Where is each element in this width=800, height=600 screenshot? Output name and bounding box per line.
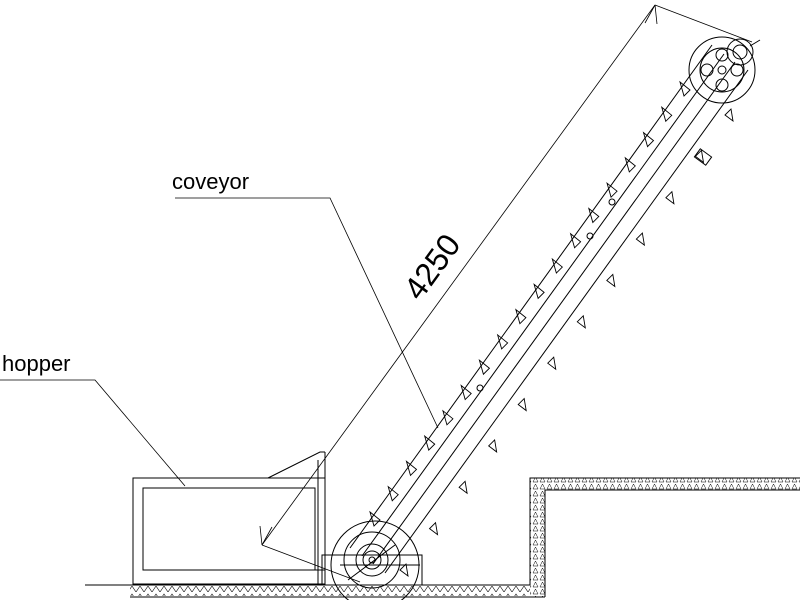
return-flight <box>635 232 645 247</box>
conveyor-return-flights <box>399 108 734 578</box>
conveyor-flight <box>442 409 454 426</box>
conveyor-label: coveyor <box>172 169 249 194</box>
dimension-4250 <box>259 4 753 583</box>
head-pulley-outer <box>688 36 756 104</box>
pit-wall-inner <box>544 489 800 597</box>
conveyor-flight <box>551 257 564 274</box>
leaders <box>0 197 439 487</box>
head-pulley-hub <box>717 65 727 75</box>
return-flight <box>694 149 705 164</box>
drive-shaft <box>749 39 761 47</box>
conveyor-flight <box>679 80 691 97</box>
drive-motor <box>726 38 754 66</box>
head-pulley-bolt-3 <box>700 63 714 77</box>
conveyor-leader <box>175 197 439 429</box>
pit-hatch-horizontal <box>545 478 800 490</box>
return-flight <box>487 438 498 453</box>
return-flight <box>458 480 468 495</box>
conveyor-top-rail <box>349 44 713 549</box>
length-dimension-label: 4250 <box>397 227 468 306</box>
conveyor-flight <box>423 434 436 451</box>
conveyor-flight <box>588 207 600 224</box>
conveyor-flight <box>460 384 472 401</box>
hopper-chute <box>267 451 325 479</box>
tail-pulley-outer <box>343 531 401 589</box>
tail-pulley <box>330 520 420 600</box>
head-pulley-bolt-4 <box>730 63 744 77</box>
conveyor-flight <box>496 333 509 350</box>
extension-line-bottom <box>261 544 361 583</box>
dimension-arrow-bottom <box>259 525 273 546</box>
hopper-inner <box>142 487 316 571</box>
conveyor-flight <box>660 106 673 123</box>
return-flight <box>576 314 586 329</box>
bearing-mark-1 <box>608 198 616 206</box>
conveyor-flight <box>624 156 636 173</box>
conveyor-flight <box>533 283 545 300</box>
bearing-mark-2 <box>586 232 594 240</box>
hopper-label: hopper <box>2 351 71 376</box>
conveyor-flight <box>405 460 418 477</box>
return-flight <box>517 397 527 412</box>
extension-line-top <box>654 4 753 43</box>
hopper-foot <box>321 554 423 586</box>
conveyor-flight <box>515 308 527 325</box>
bearing-mark-3 <box>476 384 484 392</box>
return-flight <box>606 273 616 288</box>
conveyor-flights <box>369 80 691 527</box>
tail-guard <box>330 520 420 600</box>
drive-motor-inner <box>732 44 748 60</box>
pit-wall <box>529 477 800 585</box>
hopper <box>132 451 423 586</box>
conveyor-flight <box>478 359 491 376</box>
conveyor-flight <box>369 510 381 527</box>
head-pulley-inner <box>699 47 745 93</box>
ground-hatch-left <box>130 586 530 596</box>
conveyor-bottom-rail <box>384 69 749 574</box>
tail-pulley-inner <box>355 543 389 577</box>
head-pulley-bolt-2 <box>715 78 729 92</box>
return-flight <box>399 563 409 578</box>
dimension-line <box>261 4 656 546</box>
head-pulley <box>688 36 761 104</box>
conveyor-flight <box>606 181 618 199</box>
return-flight <box>724 108 734 123</box>
hopper-leader <box>0 379 186 487</box>
tail-pulley-core <box>362 550 382 570</box>
pit-hatch-vertical <box>530 478 545 597</box>
head-pulley-bolt-1 <box>715 48 729 62</box>
return-flight <box>428 521 439 536</box>
conveyor-mid-rail <box>361 53 725 557</box>
return-flight <box>665 190 675 205</box>
conveyor-flight <box>387 485 399 502</box>
side-bracket <box>693 148 713 166</box>
conveyor-mid-rail-2 <box>372 61 736 565</box>
conveyor-flight <box>642 131 655 148</box>
conveyor <box>349 44 749 578</box>
hopper-body <box>132 477 326 585</box>
ground <box>85 477 800 598</box>
conveyor-flight <box>569 232 582 249</box>
tail-support <box>347 544 396 581</box>
return-flight <box>547 356 557 371</box>
dimension-arrow-top <box>644 4 658 25</box>
